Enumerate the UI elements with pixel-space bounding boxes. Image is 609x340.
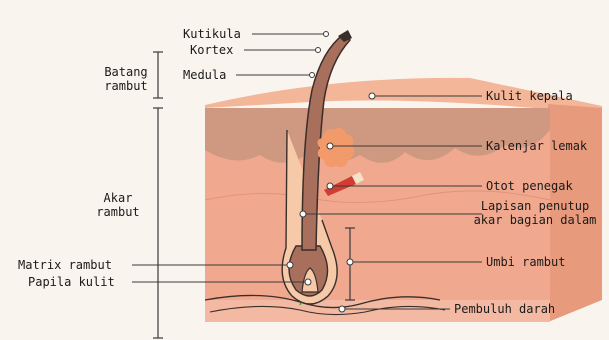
akar-rambut-bracket xyxy=(153,108,163,338)
label-kutikula: Kutikula xyxy=(183,27,241,41)
label-matrix-rambut: Matrix rambut xyxy=(18,258,112,272)
label-batang-rambut-line1: Batang xyxy=(90,65,162,79)
label-lapisan-penutup-line2: akar bagian dalam xyxy=(466,213,604,227)
label-batang-rambut: Batang rambut xyxy=(90,65,162,93)
label-akar-rambut-line2: rambut xyxy=(82,205,154,219)
label-batang-rambut-line2: rambut xyxy=(90,79,162,93)
label-akar-rambut: Akar rambut xyxy=(82,191,154,219)
label-kulit-kepala: Kulit kepala xyxy=(486,89,573,103)
label-papila-kulit: Papila kulit xyxy=(28,275,115,289)
label-kalenjar-lemak: Kalenjar lemak xyxy=(486,139,587,153)
label-akar-rambut-line1: Akar xyxy=(82,191,154,205)
label-lapisan-penutup-line1: Lapisan penutup xyxy=(466,199,604,213)
label-kortex: Kortex xyxy=(190,43,233,57)
label-medula: Medula xyxy=(183,68,226,82)
label-lapisan-penutup: Lapisan penutup akar bagian dalam xyxy=(466,199,604,227)
label-umbi-rambut: Umbi rambut xyxy=(486,255,565,269)
label-otot-penegak: Otot penegak xyxy=(486,179,573,193)
label-pembuluh-darah: Pembuluh darah xyxy=(454,302,555,316)
